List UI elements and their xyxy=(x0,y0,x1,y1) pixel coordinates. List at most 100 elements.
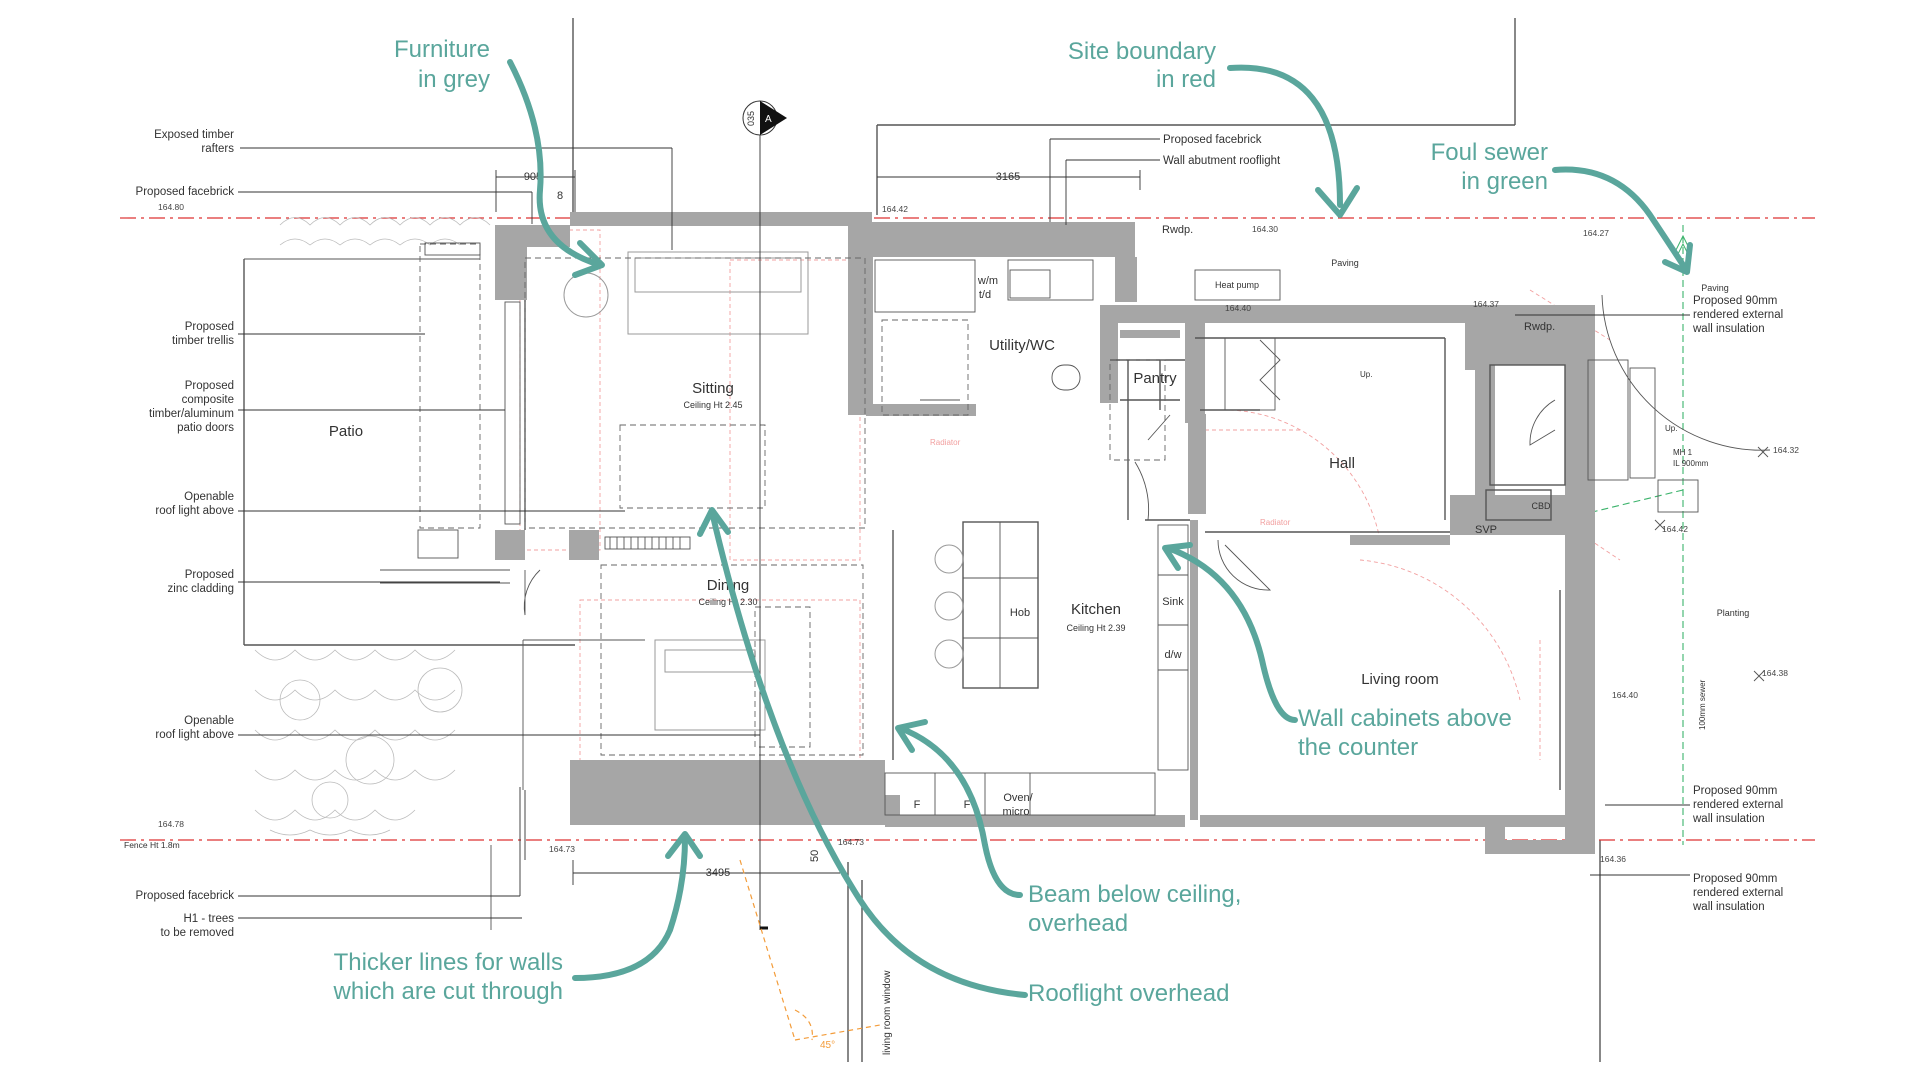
label-radiator-2: Radiator xyxy=(1260,518,1291,527)
level: 164.80 xyxy=(158,202,184,212)
dim-3495: 3495 xyxy=(706,867,730,879)
site-boundary-lines xyxy=(120,217,1815,841)
dimension-lines: 905 8 3165 3495 50 45° xyxy=(495,170,1141,1051)
label-zinc-1: Proposed xyxy=(185,569,234,581)
annotation-walls-2: which are cut through xyxy=(333,978,563,1005)
label-rafters-2: rafters xyxy=(201,143,234,155)
label-rafters-1: Exposed timber xyxy=(154,129,234,141)
label-dining-ceiling: Ceiling Ht 2.30 xyxy=(698,597,757,607)
label-zinc-2: zinc cladding xyxy=(168,583,234,595)
label-living: Living room xyxy=(1361,671,1439,688)
label-utility: Utility/WC xyxy=(989,337,1055,354)
level-markers: 164.80 164.42 164.30 164.27 164.40 164.3… xyxy=(158,202,1799,864)
top-leaders xyxy=(1049,138,1160,225)
label-mh-1: MH 1 xyxy=(1673,448,1693,457)
label-doors-3: timber/aluminum xyxy=(149,408,234,420)
level: 164.32 xyxy=(1773,445,1799,455)
label-cbd: CBD xyxy=(1531,501,1551,511)
annotation-furniture-1: Furniture xyxy=(394,36,490,63)
label-trees-2: to be removed xyxy=(160,927,234,939)
arrow-furniture xyxy=(507,59,603,268)
label-sitting-ceiling: Ceiling Ht 2.45 xyxy=(683,400,742,410)
label-radiator-1: Radiator xyxy=(930,438,961,447)
level: 164.38 xyxy=(1762,668,1788,678)
label-dw: d/w xyxy=(1164,649,1181,661)
arrow-walls xyxy=(572,835,688,981)
label-trellis-1: Proposed xyxy=(185,321,234,333)
right-leaders xyxy=(1515,314,1690,876)
label-hob: Hob xyxy=(1010,607,1030,619)
label-rooflight-1a: Openable xyxy=(184,491,234,503)
label-kitchen-ceiling: Ceiling Ht 2.39 xyxy=(1066,623,1125,633)
annotation-cabinets-2: the counter xyxy=(1298,734,1418,761)
arrow-sewer xyxy=(1552,166,1688,271)
annotation-arrows xyxy=(507,59,1693,998)
label-top-rooflight: Wall abutment rooflight xyxy=(1163,155,1281,167)
label-oven-1: Oven/ xyxy=(1003,792,1033,804)
section-number: 035 xyxy=(746,111,756,126)
label-mh-2: IL 900mm xyxy=(1673,459,1709,468)
label-rwdp-2: Rwdp. xyxy=(1524,321,1555,333)
dim-50: 50 xyxy=(809,850,821,862)
cut-walls xyxy=(495,212,1595,854)
level: 164.40 xyxy=(1612,690,1638,700)
label-fence: Fence Ht 1.8m xyxy=(124,840,180,850)
top-labels: Proposed facebrick Wall abutment rooflig… xyxy=(1163,134,1281,167)
level: 164.37 xyxy=(1473,299,1499,309)
label-paving-2: Paving xyxy=(1701,283,1729,293)
level: 164.36 xyxy=(1600,854,1626,864)
planting-hatch xyxy=(254,217,491,836)
label-sink: Sink xyxy=(1162,596,1184,608)
label-trellis-2: timber trellis xyxy=(172,335,234,347)
left-labels: Exposed timber rafters Proposed facebric… xyxy=(124,129,234,939)
furniture xyxy=(380,242,1771,816)
label-td: t/d xyxy=(979,289,991,301)
arrow-rooflight xyxy=(709,509,1028,998)
label-wm: w/m xyxy=(977,275,998,287)
annotation-walls-1: Thicker lines for walls xyxy=(334,949,563,976)
label-up-2: Up. xyxy=(1665,424,1677,433)
section-letter: A xyxy=(765,114,772,125)
level: 164.42 xyxy=(1662,524,1688,534)
label-sewer: 100mm sewer xyxy=(1698,679,1707,730)
label-insulation-3c: wall insulation xyxy=(1692,901,1765,913)
annotations: Furniture in grey Site boundary in red F… xyxy=(333,36,1548,1007)
label-pantry: Pantry xyxy=(1133,370,1177,387)
right-labels: Proposed 90mm rendered external wall ins… xyxy=(1692,295,1783,913)
label-hall: Hall xyxy=(1329,455,1355,472)
label-paving-1: Paving xyxy=(1331,258,1359,268)
annotation-site-1: Site boundary xyxy=(1068,38,1216,65)
label-rooflight-1b: roof light above xyxy=(155,505,234,517)
label-facebrick-bottom: Proposed facebrick xyxy=(136,890,235,902)
annotation-beam-2: overhead xyxy=(1028,910,1128,937)
level: 164.30 xyxy=(1252,224,1278,234)
dim-3165: 3165 xyxy=(996,171,1020,183)
label-trees-1: H1 - trees xyxy=(184,913,235,925)
label-heat-pump: Heat pump xyxy=(1215,280,1259,290)
left-leaders xyxy=(238,147,760,919)
label-facebrick-top: Proposed facebrick xyxy=(136,186,235,198)
section-marker: A 035 xyxy=(742,100,787,930)
label-rooflight-2b: roof light above xyxy=(155,729,234,741)
arrow-cabinets xyxy=(1165,545,1298,723)
annotation-beam-1: Beam below ceiling, xyxy=(1028,881,1241,908)
level: 164.40 xyxy=(1225,303,1251,313)
annotation-sewer-1: Foul sewer xyxy=(1431,139,1548,166)
annotation-site-2: in red xyxy=(1156,66,1216,93)
annotation-furniture-2: in grey xyxy=(418,66,490,93)
label-up-1: Up. xyxy=(1360,370,1372,379)
label-oven-2: micro xyxy=(1003,806,1030,818)
level: 164.73 xyxy=(549,844,575,854)
room-labels: Sitting Ceiling Ht 2.45 Patio Dining Cei… xyxy=(329,224,1749,1055)
label-insulation-3a: Proposed 90mm xyxy=(1693,873,1777,885)
label-doors-2: composite xyxy=(182,394,234,406)
label-insulation-1b: rendered external xyxy=(1693,309,1783,321)
label-living-room-window: living room window xyxy=(882,970,893,1055)
label-insulation-2b: rendered external xyxy=(1693,799,1783,811)
label-insulation-2a: Proposed 90mm xyxy=(1693,785,1777,797)
label-insulation-2c: wall insulation xyxy=(1692,813,1765,825)
label-patio: Patio xyxy=(329,423,363,440)
annotation-sewer-2: in green xyxy=(1461,168,1548,195)
label-doors-1: Proposed xyxy=(185,380,234,392)
